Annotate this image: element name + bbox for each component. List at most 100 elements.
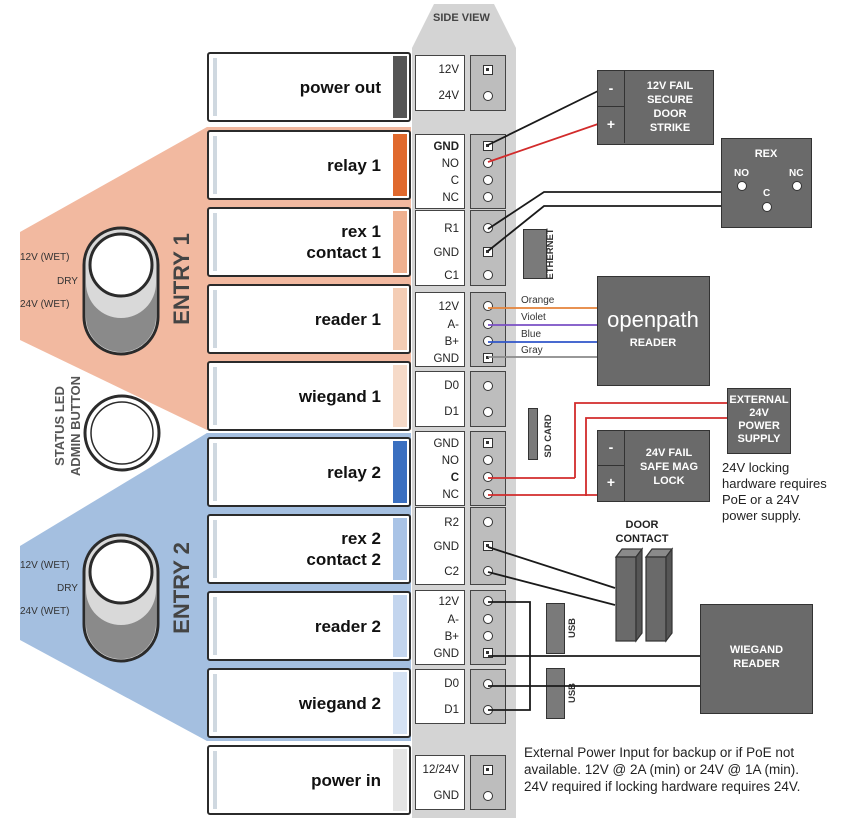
pin-label: 12V <box>438 596 459 608</box>
external-power-note: External Power Input for backup or if Po… <box>524 745 801 794</box>
pin-round <box>483 158 493 168</box>
external-power-supply: EXTERNAL 24V POWER SUPPLY <box>727 388 791 454</box>
module-edge <box>213 367 217 425</box>
mag-lock-label: 24V FAIL SAFE MAG LOCK <box>628 446 710 488</box>
pin-label: B+ <box>444 631 459 643</box>
entry-1-switch-12v: 12V (WET) <box>20 252 70 263</box>
module-label: wiegand 2 <box>299 670 381 736</box>
pin-round <box>483 270 493 280</box>
wire-strike-minus <box>487 90 599 146</box>
entry-2-voltage-switch[interactable] <box>80 532 164 664</box>
module-edge <box>213 290 217 348</box>
module-label-line: wiegand 2 <box>298 693 381 713</box>
module-wiegand-1: wiegand 1 <box>207 361 411 431</box>
mag-lock-plus: + <box>598 466 625 501</box>
pin-square <box>483 353 493 363</box>
pin-label: R1 <box>444 223 459 235</box>
rex-title: REX <box>754 148 778 160</box>
rex-no-label: NO <box>734 168 749 179</box>
connector-power-in <box>470 755 506 810</box>
connector-relay-1 <box>470 134 506 209</box>
pin-label: NC <box>442 489 459 501</box>
power-supply-line: POWER <box>738 420 780 432</box>
module-accent <box>393 672 407 734</box>
entry-1-voltage-switch[interactable] <box>80 225 164 357</box>
module-relay-2: relay 2 <box>207 437 411 507</box>
openpath-reader-label: READER <box>629 337 677 349</box>
pin-label: B+ <box>444 336 459 348</box>
module-label-line: relay 2 <box>327 462 381 482</box>
module-label-line: reader 2 <box>314 616 381 636</box>
module-reader-1: reader 1 <box>207 284 411 354</box>
wiegand-reader-line: WIEGAND <box>729 644 784 656</box>
pin-label: D0 <box>444 678 459 690</box>
pin-label: GND <box>433 141 459 153</box>
entry-2-switch-dry: DRY <box>57 583 78 594</box>
pin-round <box>483 455 493 465</box>
module-edge <box>213 674 217 732</box>
entry-1-switch-24v: 24V (WET) <box>20 299 70 310</box>
pin-round <box>483 596 493 606</box>
pin-round <box>483 175 493 185</box>
pin-square <box>483 648 493 658</box>
module-edge <box>213 443 217 501</box>
entry-1-area <box>20 127 411 430</box>
strike-line: 12V FAIL <box>646 80 694 92</box>
pin-square <box>483 65 493 75</box>
pin-label: 12V <box>438 64 459 76</box>
door-contact-line: DOOR <box>625 519 659 531</box>
entry-2-area <box>20 433 411 741</box>
pin-square <box>483 141 493 151</box>
module-label: power out <box>300 54 381 120</box>
connector-relay-2 <box>470 431 506 506</box>
module-edge <box>213 520 217 578</box>
mag-lock-line: LOCK <box>653 475 685 487</box>
module-label: relay 1 <box>327 132 381 198</box>
module-accent <box>393 288 407 350</box>
wire-label: Violet <box>521 312 546 323</box>
pin-round <box>483 319 493 329</box>
pin-round <box>483 566 493 576</box>
pin-round <box>483 336 493 346</box>
module-relay-1: relay 1 <box>207 130 411 200</box>
strike-plus: + <box>598 107 625 143</box>
pin-label: C <box>450 472 459 484</box>
module-reader-2: reader 2 <box>207 591 411 661</box>
module-edge <box>213 136 217 194</box>
entry-1-switch-dry: DRY <box>57 276 78 287</box>
terminal-reader-2: 12V A- B+ GND <box>415 590 465 665</box>
rex-c-terminal <box>762 202 772 212</box>
module-label-line: relay 1 <box>327 155 381 175</box>
door-contact-line: CONTACT <box>615 533 669 545</box>
pin-square <box>483 247 493 257</box>
power-supply-line: SUPPLY <box>737 433 781 445</box>
rex-nc-label: NC <box>789 168 804 179</box>
terminal-rex-2: R2 GND C2 <box>415 507 465 585</box>
rex-device: REX NO NC C <box>721 138 812 228</box>
status-led-admin-button[interactable] <box>80 391 164 475</box>
wire-label: Orange <box>521 295 555 306</box>
pin-round <box>483 489 493 499</box>
terminal-reader-1: 12V A- B+ GND <box>415 292 465 367</box>
door-contact-label: DOOR CONTACT <box>607 518 677 546</box>
pin-label: GND <box>433 438 459 450</box>
module-label-line: contact 2 <box>306 550 381 569</box>
module-label: reader 2 <box>315 593 381 659</box>
wire-strike-plus <box>487 123 599 163</box>
module-accent <box>393 441 407 503</box>
strike-minus: - <box>598 71 625 107</box>
sd-card-slot <box>528 408 538 460</box>
mag-lock-line: 24V FAIL <box>645 447 693 459</box>
module-edge <box>213 58 217 116</box>
pin-label: GND <box>433 648 459 660</box>
module-label: power in <box>311 747 381 813</box>
power-supply-line: EXTERNAL <box>729 394 789 406</box>
module-label: relay 2 <box>327 439 381 505</box>
wire-supply-return <box>585 417 728 496</box>
module-label: reader 1 <box>315 286 381 352</box>
entry-2-switch-12v: 12V (WET) <box>20 560 70 571</box>
